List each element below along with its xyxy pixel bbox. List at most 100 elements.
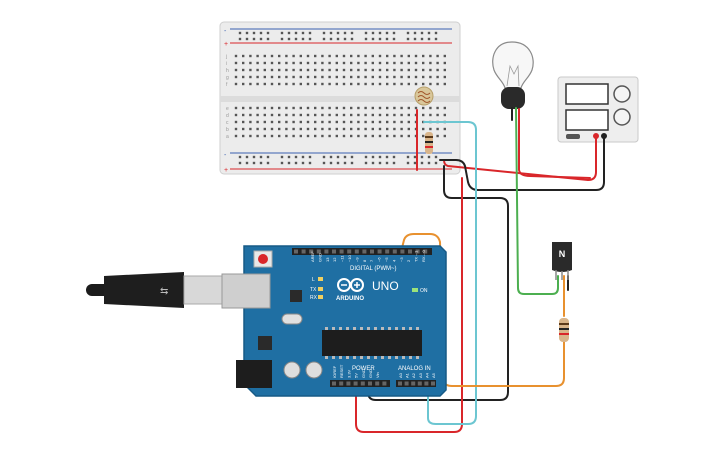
breadboard-hole[interactable]: [249, 68, 252, 72]
breadboard-hole[interactable]: [436, 54, 439, 58]
breadboard-hole[interactable]: [378, 54, 382, 58]
breadboard-hole[interactable]: [328, 61, 331, 65]
breadboard-hole[interactable]: [335, 61, 338, 65]
rail-hole[interactable]: [392, 155, 396, 159]
breadboard-hole[interactable]: [378, 61, 382, 65]
breadboard-hole[interactable]: [321, 120, 324, 124]
breadboard-hole[interactable]: [270, 75, 274, 79]
rail-hole[interactable]: [364, 155, 368, 159]
breadboard-hole[interactable]: [292, 54, 295, 58]
rail-hole[interactable]: [364, 37, 368, 41]
breadboard-hole[interactable]: [234, 68, 238, 72]
reset-button[interactable]: [258, 254, 268, 264]
rail-hole[interactable]: [336, 37, 340, 41]
breadboard-hole[interactable]: [335, 68, 338, 72]
rail-hole[interactable]: [336, 31, 340, 35]
breadboard-hole[interactable]: [328, 68, 331, 72]
breadboard-hole[interactable]: [342, 75, 346, 79]
breadboard-hole[interactable]: [256, 75, 259, 79]
header-pin[interactable]: [294, 249, 298, 254]
breadboard-hole[interactable]: [422, 134, 425, 138]
breadboard-hole[interactable]: [335, 82, 338, 86]
breadboard-hole[interactable]: [270, 134, 274, 138]
breadboard-hole[interactable]: [321, 127, 324, 131]
breadboard-hole[interactable]: [364, 127, 367, 131]
breadboard-hole[interactable]: [364, 54, 367, 58]
wire-red-psu[interactable]: [443, 135, 597, 181]
breadboard-hole[interactable]: [350, 75, 353, 79]
breadboard-hole[interactable]: [314, 68, 317, 72]
rail-hole[interactable]: [238, 31, 242, 35]
breadboard-hole[interactable]: [364, 82, 367, 86]
breadboard-hole[interactable]: [256, 61, 259, 65]
breadboard-hole[interactable]: [407, 127, 410, 131]
breadboard-hole[interactable]: [378, 127, 382, 131]
rail-hole[interactable]: [336, 155, 340, 159]
rail-hole[interactable]: [252, 37, 256, 41]
power-pin[interactable]: [332, 381, 336, 386]
wire-red-5v[interactable]: [355, 177, 463, 433]
rail-hole[interactable]: [385, 31, 389, 35]
rail-hole[interactable]: [343, 155, 347, 159]
breadboard-hole[interactable]: [371, 75, 374, 79]
breadboard-hole[interactable]: [414, 82, 418, 86]
header-pin[interactable]: [354, 249, 359, 254]
breadboard-hole[interactable]: [386, 120, 389, 124]
breadboard-hole[interactable]: [378, 68, 382, 72]
breadboard-hole[interactable]: [285, 127, 288, 131]
rail-hole[interactable]: [364, 161, 368, 165]
rail-hole[interactable]: [371, 161, 375, 165]
rail-hole[interactable]: [378, 31, 382, 35]
breadboard-hole[interactable]: [400, 82, 403, 86]
breadboard-hole[interactable]: [328, 75, 331, 79]
breadboard-hole[interactable]: [350, 113, 353, 117]
breadboard-hole[interactable]: [393, 61, 396, 65]
breadboard-hole[interactable]: [371, 134, 374, 138]
rail-hole[interactable]: [280, 37, 284, 41]
breadboard-hole[interactable]: [321, 134, 324, 138]
breadboard-hole[interactable]: [386, 134, 389, 138]
breadboard-hole[interactable]: [278, 113, 281, 117]
analog-pin[interactable]: [424, 381, 429, 386]
breadboard-hole[interactable]: [314, 113, 317, 117]
breadboard-hole[interactable]: [342, 106, 346, 110]
power-pin[interactable]: [339, 381, 344, 386]
rail-hole[interactable]: [322, 31, 326, 35]
rail-hole[interactable]: [280, 155, 284, 159]
photoresistor[interactable]: [414, 86, 434, 106]
wire-red-bulb[interactable]: [518, 108, 591, 179]
breadboard-hole[interactable]: [443, 61, 446, 65]
rail-hole[interactable]: [392, 161, 396, 165]
rail-hole[interactable]: [385, 155, 389, 159]
breadboard-hole[interactable]: [249, 61, 252, 65]
breadboard-hole[interactable]: [249, 106, 252, 110]
breadboard-hole[interactable]: [314, 75, 317, 79]
breadboard-hole[interactable]: [292, 134, 295, 138]
wire-green-collector[interactable]: [515, 107, 559, 295]
breadboard-hole[interactable]: [292, 120, 295, 124]
breadboard-hole[interactable]: [342, 120, 346, 124]
breadboard-hole[interactable]: [386, 82, 389, 86]
breadboard-hole[interactable]: [371, 106, 374, 110]
rail-hole[interactable]: [378, 161, 382, 165]
breadboard-hole[interactable]: [400, 106, 403, 110]
breadboard-hole[interactable]: [400, 61, 403, 65]
breadboard-hole[interactable]: [386, 61, 389, 65]
breadboard-hole[interactable]: [242, 61, 245, 65]
breadboard-hole[interactable]: [364, 61, 367, 65]
breadboard-hole[interactable]: [386, 106, 389, 110]
rail-hole[interactable]: [287, 37, 291, 41]
rail-hole[interactable]: [336, 161, 340, 165]
breadboard-hole[interactable]: [443, 127, 446, 131]
breadboard-hole[interactable]: [299, 54, 302, 58]
breadboard-hole[interactable]: [306, 134, 310, 138]
rail-hole[interactable]: [350, 155, 354, 159]
breadboard-hole[interactable]: [328, 120, 331, 124]
breadboard-hole[interactable]: [234, 54, 238, 58]
breadboard-hole[interactable]: [285, 134, 288, 138]
breadboard-hole[interactable]: [400, 75, 403, 79]
breadboard-hole[interactable]: [364, 106, 367, 110]
breadboard-hole[interactable]: [263, 106, 266, 110]
breadboard-hole[interactable]: [270, 68, 274, 72]
breadboard-hole[interactable]: [285, 68, 288, 72]
